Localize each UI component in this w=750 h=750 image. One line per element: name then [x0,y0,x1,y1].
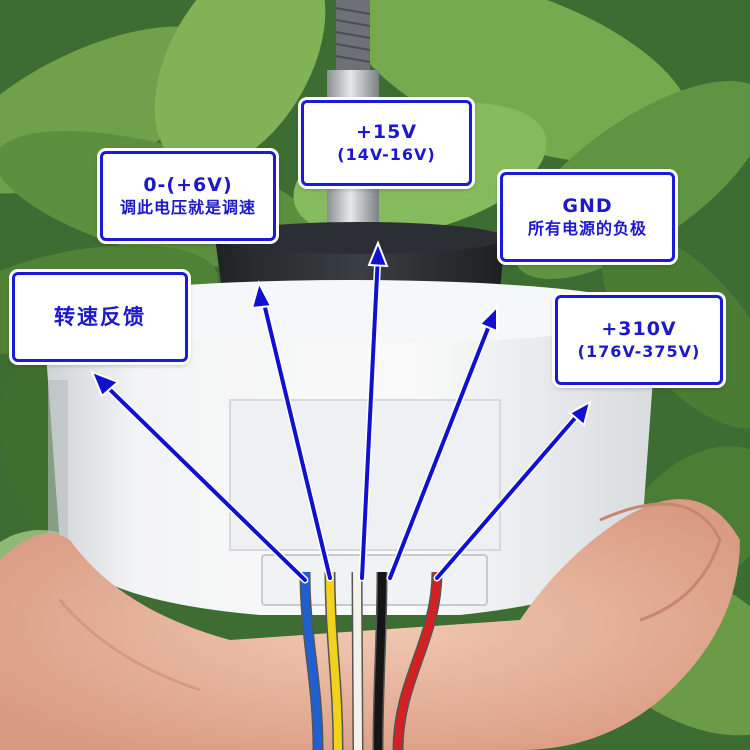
label-speed-control: 0-(+6V) 调此电压就是调速 [100,151,276,241]
arrow-gnd [388,316,494,580]
label-310v-voltage: +310V [601,318,677,341]
label-15v-range: (14V-16V) [337,144,436,164]
arrow-15v [360,253,380,580]
label-gnd-note: 所有电源的负极 [527,218,647,238]
wire-blue [301,571,322,750]
arrow-310v [435,408,584,580]
wire-red [394,571,441,750]
arrowhead-speed-feedback [90,370,120,398]
hand [0,499,740,750]
label-speed-control-note: 调此电压就是调速 [119,197,256,217]
label-15v: +15V (14V-16V) [301,100,472,186]
wire-yellow [326,571,342,750]
label-310v: +310V (176V-375V) [555,295,723,385]
label-310v-range: (176V-375V) [577,341,701,361]
label-speed-control-voltage: 0-(+6V) [143,174,233,197]
arrow-speed-control [260,293,332,580]
arrowhead-speed-control [250,280,273,310]
label-gnd-title: GND [562,195,613,218]
wire-black [374,571,386,750]
arrowhead-15v [367,240,389,268]
arrowhead-310v [568,400,592,427]
arrowhead-gnd [478,304,498,333]
label-speed-feedback: 转速反馈 [12,272,188,362]
wires [299,571,443,750]
label-gnd: GND 所有电源的负极 [500,172,675,262]
wire-white [353,571,362,750]
arrow-speed-feedback [98,378,307,582]
label-15v-voltage: +15V [355,121,418,144]
label-speed-feedback-text: 转速反馈 [54,304,146,329]
